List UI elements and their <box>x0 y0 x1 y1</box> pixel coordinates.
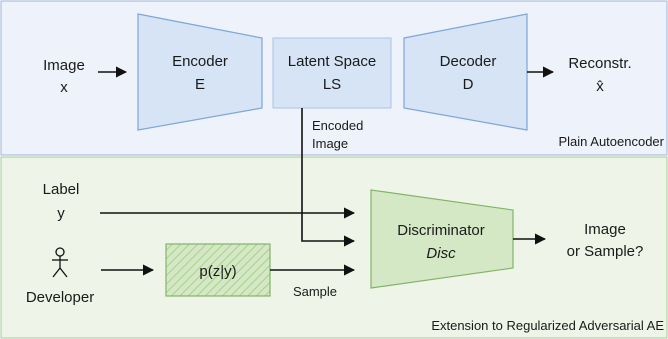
encoder-symbol: E <box>195 76 205 93</box>
sample-edge-label: Sample <box>293 284 337 299</box>
developer-label: Developer <box>26 289 94 306</box>
latent-space-symbol: LS <box>323 76 341 93</box>
label-y-symbol: y <box>57 205 65 222</box>
prior-label: p(z|y) <box>199 263 236 280</box>
reconstruction-symbol: x̂ <box>596 78 604 95</box>
top-panel-caption: Plain Autoencoder <box>558 134 664 149</box>
encoder-label: Encoder <box>172 53 228 70</box>
output-label-2: or Sample? <box>567 243 644 260</box>
image-input-symbol: x <box>60 79 68 96</box>
discriminator-symbol: Disc <box>426 245 456 262</box>
reconstruction-label: Reconstr. <box>568 55 631 72</box>
latent-space-label: Latent Space <box>288 53 376 70</box>
encoded-image-label-1: Encoded <box>312 118 363 133</box>
decoder-shape <box>403 13 528 131</box>
output-label-1: Image <box>584 221 626 238</box>
encoder-shape <box>137 13 263 131</box>
bottom-panel <box>0 156 668 339</box>
edge-latent-to-discriminator <box>301 108 356 247</box>
discriminator-label: Discriminator <box>397 222 485 239</box>
bottom-panel-caption: Extension to Regularized Adversarial AE <box>431 318 664 333</box>
developer-actor-icon <box>52 247 68 278</box>
image-input-label: Image <box>43 57 85 74</box>
decoder-label: Decoder <box>440 53 497 70</box>
latent-space-box <box>272 37 392 109</box>
decoder-symbol: D <box>463 76 474 93</box>
prior-box <box>165 243 271 297</box>
encoded-image-label-2: Image <box>312 136 348 151</box>
discriminator-shape <box>370 189 514 289</box>
label-y-label: Label <box>43 181 80 198</box>
